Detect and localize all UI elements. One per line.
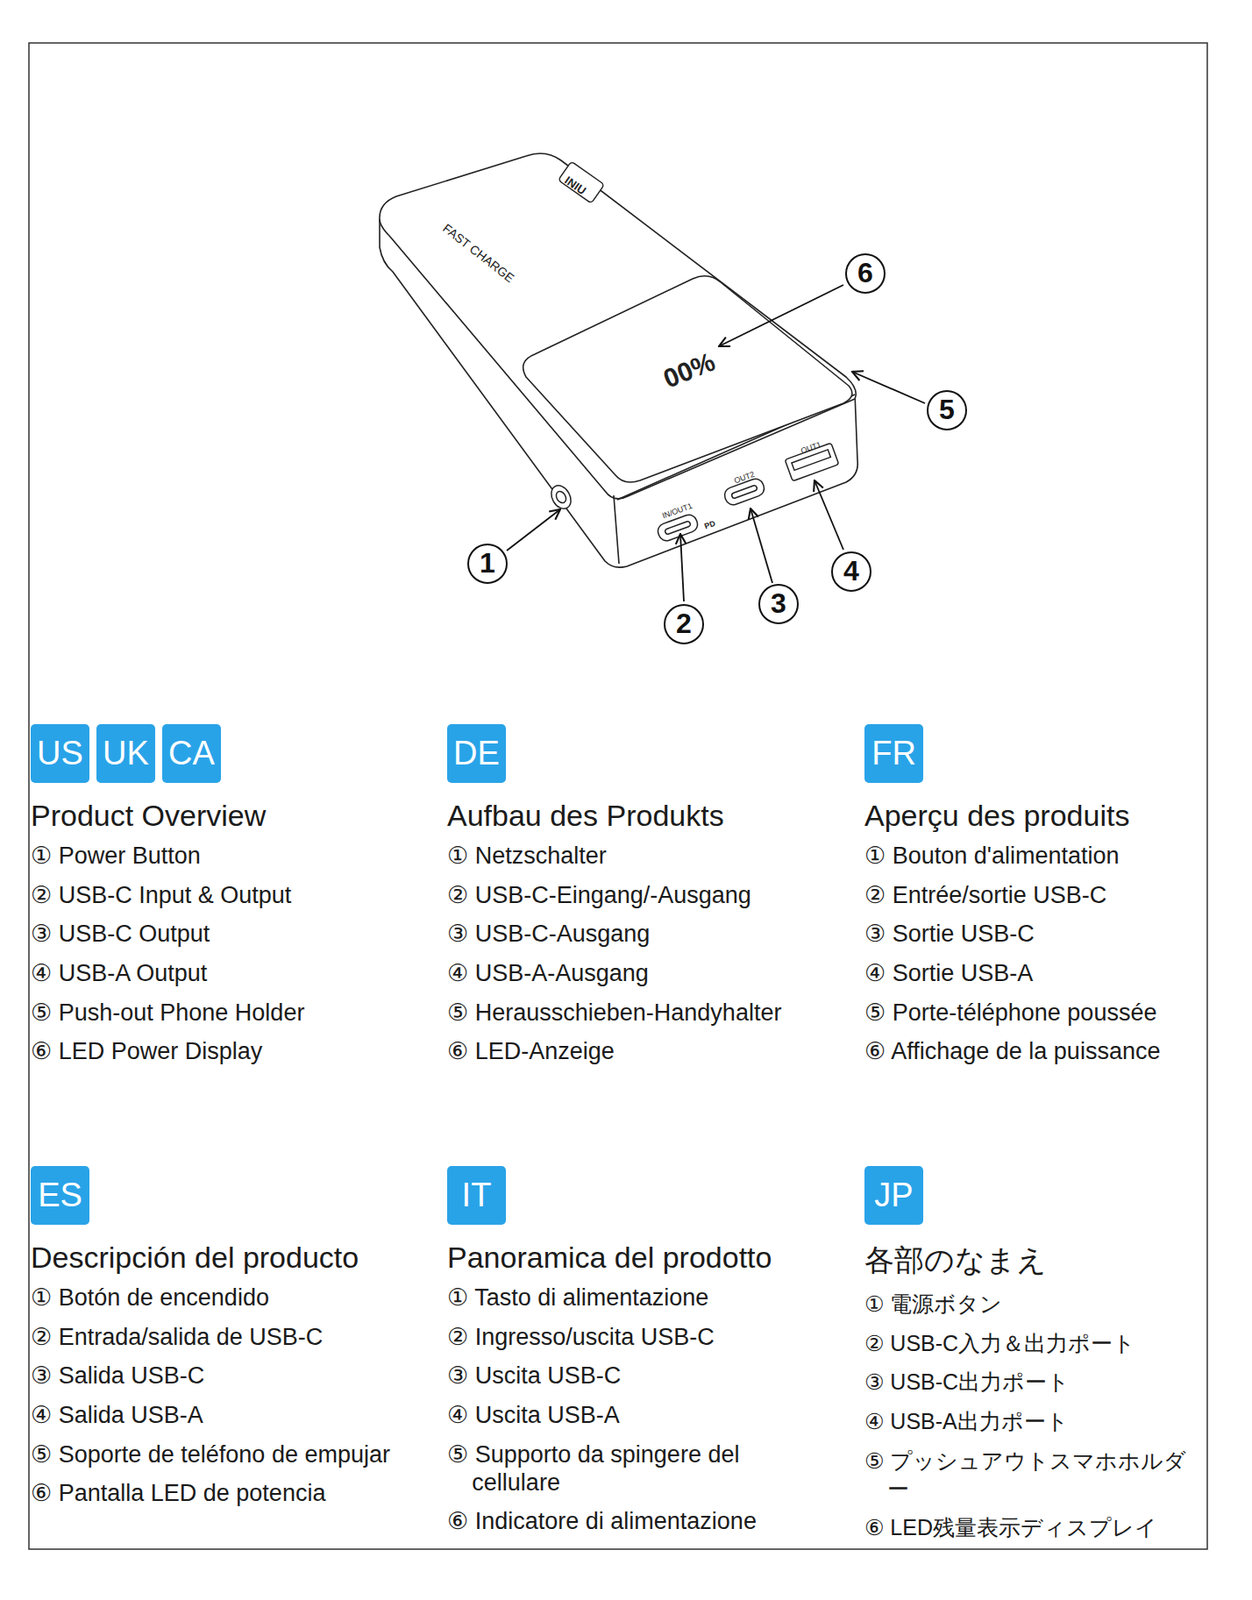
part-name: ④ Uscita USB-A (447, 1401, 833, 1430)
leader-lines (506, 284, 925, 602)
part-name: ⑥ LED-Anzeige (447, 1037, 833, 1066)
language-column: Descripción del producto ① Botón de encen… (30, 1240, 417, 1519)
country-code: ES (37, 1176, 83, 1214)
power-button (547, 482, 575, 513)
part-name: ⑥ Indicatore di alimentazione (447, 1507, 833, 1536)
section-heading: Panoramica del prodotto (447, 1240, 833, 1275)
part-name: ④ USB-A出力ポート (864, 1407, 1203, 1436)
part-name: ③ Uscita USB-C (447, 1361, 833, 1390)
part-name: ① Power Button (30, 841, 417, 870)
part-name: ⑤ Supporto da spingere del cellulare (447, 1440, 833, 1497)
section-heading: Aperçu des produits (864, 798, 1251, 833)
part-name: ③ Salida USB-C (30, 1361, 417, 1390)
country-badge: CA (162, 724, 221, 783)
callout-number: 3 (758, 583, 799, 625)
part-name: ① Tasto di alimentazione (447, 1283, 833, 1312)
country-badge: FR (864, 724, 924, 783)
part-name: ② Entrée/sortie USB-C (864, 881, 1251, 910)
language-column: Aperçu des produits ① Bouton d'alimentati… (864, 798, 1251, 1077)
country-badge: IT (447, 1166, 506, 1225)
part-name: ④ USB-A-Ausgang (447, 959, 833, 988)
section-heading: Product Overview (30, 798, 417, 833)
language-column: 各部のなまえ ① 電源ボタン ② USB-C入力＆出力ポート ③ USB-C出力ポート… (864, 1240, 1203, 1553)
callout-number: 4 (831, 551, 872, 592)
country-badge: US (30, 724, 90, 783)
country-badge: JP (864, 1166, 924, 1225)
country-code: IT (462, 1176, 492, 1214)
part-name: ④ USB-A Output (30, 959, 417, 988)
logo-frame (558, 161, 605, 204)
part-name: ② USB-C Input & Output (30, 881, 417, 910)
phone-holder-plate (523, 276, 853, 483)
country-code: DE (453, 734, 500, 772)
country-code: CA (168, 734, 215, 772)
part-name: ② Ingresso/uscita USB-C (447, 1323, 833, 1352)
part-name: ③ Sortie USB-C (864, 919, 1251, 948)
part-name: ② USB-C-Eingang/-Ausgang (447, 881, 833, 910)
page-frame (28, 42, 1208, 1550)
callout-number: 2 (663, 604, 705, 645)
part-name: ⑤ Soporte de teléfono de empujar (30, 1440, 417, 1469)
part-name: ① Botón de encendido (30, 1283, 417, 1312)
language-column: Panoramica del prodotto ① Tasto di alimen… (447, 1240, 833, 1547)
part-name: ⑥ LED残量表示ディスプレイ (864, 1513, 1203, 1542)
part-name: ④ Salida USB-A (30, 1401, 417, 1430)
part-name: ② USB-C入力＆出力ポート (864, 1329, 1203, 1358)
part-name: ⑤ プッシュアウトスマホホルダー (864, 1446, 1203, 1503)
language-column: Product Overview ① Power Button ② USB-C In… (30, 798, 417, 1077)
country-badge: UK (96, 724, 156, 783)
part-name: ⑤ Herausschieben-Handyhalter (447, 998, 833, 1027)
part-name: ① Bouton d'alimentation (864, 841, 1251, 870)
part-name: ① 電源ボタン (864, 1289, 1203, 1318)
callout-number: 5 (926, 390, 968, 431)
part-name: ⑥ Pantalla LED de potencia (30, 1479, 417, 1508)
callout-number: 6 (845, 253, 886, 294)
country-badge: ES (30, 1166, 90, 1225)
part-name: ⑥ LED Power Display (30, 1037, 417, 1066)
country-code: UK (102, 734, 150, 772)
part-name: ② Entrada/salida de USB-C (30, 1323, 417, 1352)
part-name: ⑤ Porte-téléphone poussée (864, 998, 1251, 1027)
part-name: ⑤ Push-out Phone Holder (30, 998, 417, 1027)
section-heading: 各部のなまえ (864, 1240, 1203, 1281)
part-name: ③ USB-C Output (30, 919, 417, 948)
part-name: ③ USB-C出力ポート (864, 1367, 1203, 1396)
part-name: ① Netzschalter (447, 841, 833, 870)
ports (395, 161, 840, 543)
language-column: Aufbau des Produkts ① Netzschalter ② USB-C… (447, 798, 833, 1077)
power-bank-body (379, 153, 858, 568)
country-code: JP (874, 1176, 913, 1214)
section-heading: Descripción del producto (30, 1240, 417, 1275)
callout-number: 1 (467, 543, 508, 584)
country-badge: DE (447, 724, 506, 783)
country-code: FR (871, 734, 917, 772)
country-code: US (36, 734, 84, 772)
part-name: ③ USB-C-Ausgang (447, 919, 833, 948)
part-name: ⑥ Affichage de la puissance (864, 1037, 1251, 1066)
section-heading: Aufbau des Produkts (447, 798, 833, 833)
part-name: ④ Sortie USB-A (864, 959, 1251, 988)
